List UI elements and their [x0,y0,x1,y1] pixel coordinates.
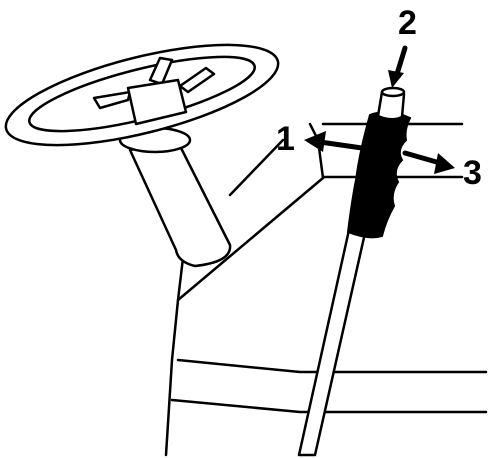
steering-column [118,126,232,268]
steering-wheel-icon [4,43,280,147]
lever-shaft [297,228,367,457]
arrow-2-icon [388,45,408,88]
lever-grip [346,111,412,239]
lever-cap [376,90,406,121]
callout-3-label: 3 [463,154,482,192]
arrow-3-icon [402,150,455,174]
lever-icon [297,86,412,457]
callout-1-label: 1 [276,120,295,158]
arrow-1-icon [304,131,365,152]
callout-2-label: 2 [398,4,417,42]
